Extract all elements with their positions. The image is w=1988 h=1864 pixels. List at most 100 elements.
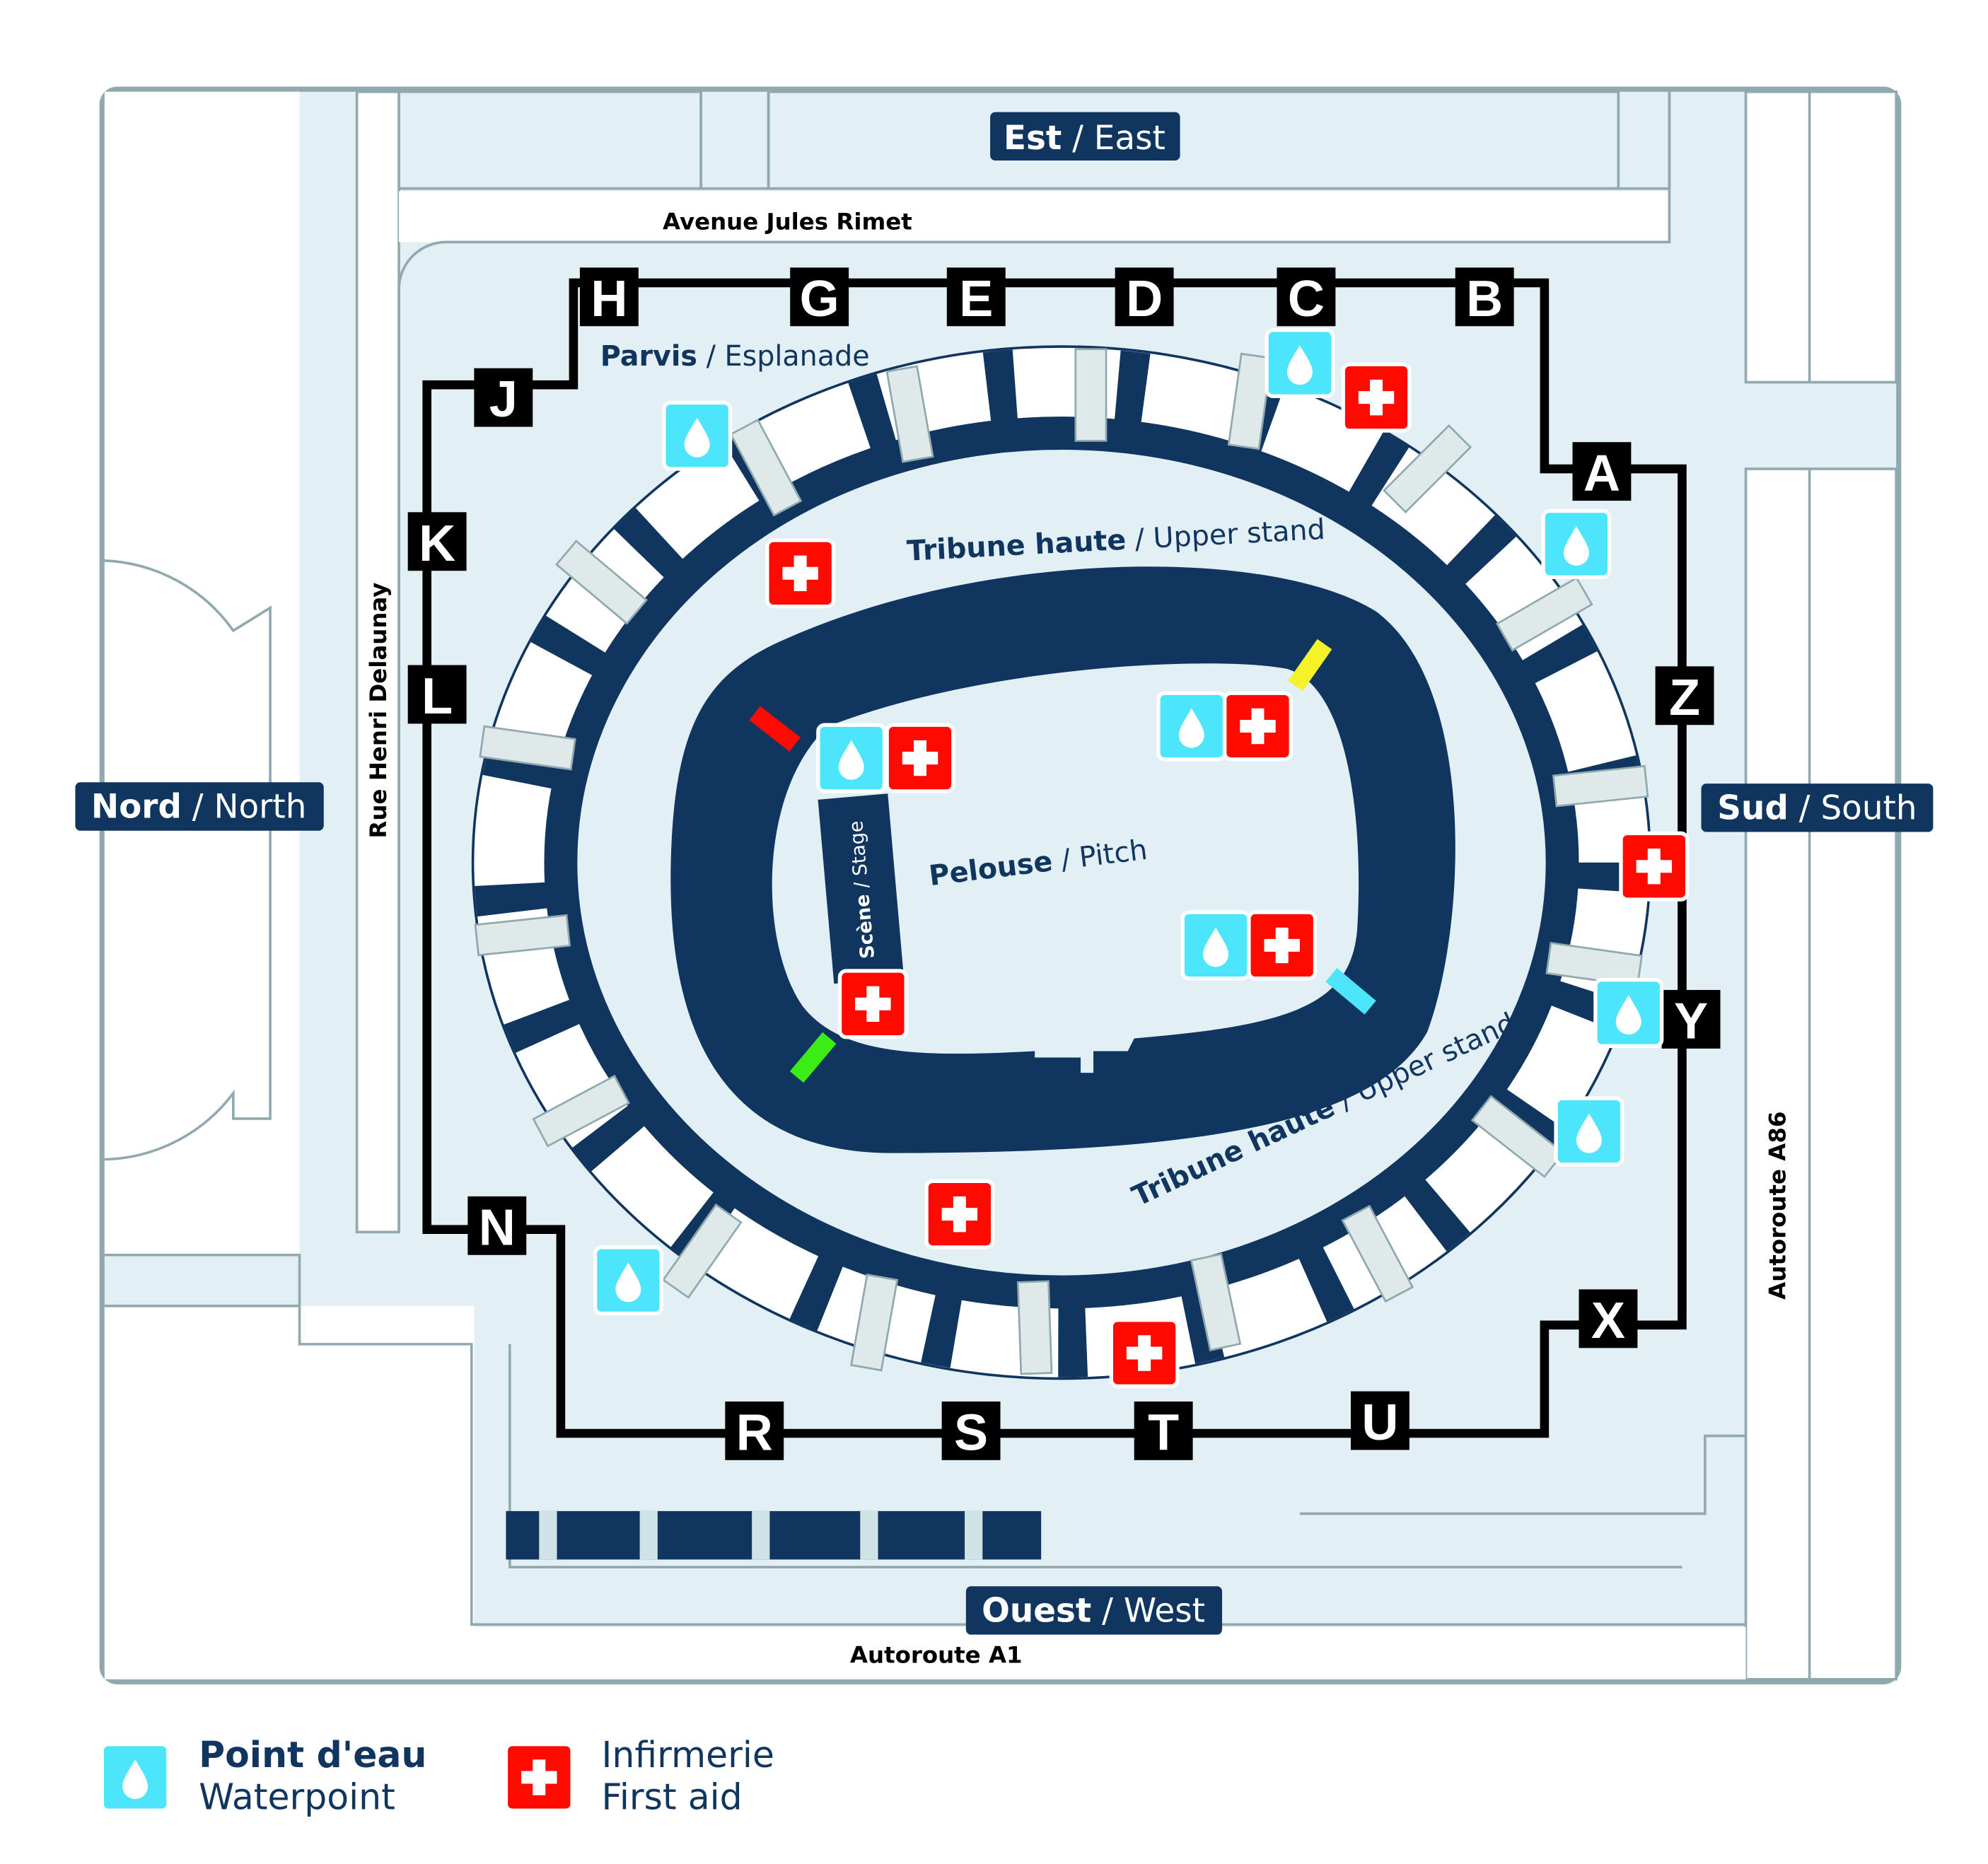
street-henri-delaunay: Rue Henri Delaunay (365, 583, 392, 839)
gate-box (1277, 267, 1336, 327)
gate-u[interactable]: U (1350, 1391, 1409, 1451)
gate-label: C (1288, 271, 1325, 327)
gate-n[interactable]: N (467, 1196, 527, 1256)
gate-box (1115, 267, 1174, 327)
first-aid-cross-icon[interactable] (1621, 833, 1687, 899)
road-a1 (474, 1626, 1746, 1679)
gate-label: L (422, 668, 453, 725)
gate-d[interactable]: D (1115, 267, 1174, 327)
gate-label: Y (1674, 993, 1708, 1049)
gate-box (1655, 666, 1714, 726)
direction-east: Est / East (990, 112, 1180, 161)
gate-box (1579, 1289, 1638, 1349)
first-aid-cross-icon[interactable] (1111, 1320, 1178, 1387)
legend-water-fr: Point d'eau (199, 1734, 426, 1776)
gate-box (941, 1401, 1001, 1460)
gate-label: T (1148, 1404, 1179, 1461)
gate-label: Z (1669, 670, 1700, 726)
east-building-2 (767, 90, 1620, 190)
marker-green (789, 1032, 837, 1083)
gate-label: G (800, 271, 839, 327)
gate-label: K (419, 515, 455, 572)
stage[interactable] (818, 793, 905, 984)
north-building (104, 559, 272, 1161)
gate-l[interactable]: L (407, 665, 467, 725)
legend-first-aid-cross-icon (506, 1744, 572, 1811)
first-aid-cross-icon[interactable] (926, 1181, 993, 1247)
gate-box (467, 1196, 527, 1255)
gate-e[interactable]: E (946, 267, 1006, 327)
south-zone (1744, 90, 1897, 384)
gate-s[interactable]: S (941, 1401, 1001, 1461)
gate-c[interactable]: C (1277, 267, 1336, 327)
gate-label: A (1583, 445, 1620, 502)
marker-yellow (1288, 639, 1332, 692)
water-drop-icon[interactable] (1595, 980, 1662, 1047)
legend: Point d'eau Waterpoint Infirmerie First … (102, 1734, 774, 1818)
stadium (471, 345, 1652, 1380)
gate-t[interactable]: T (1134, 1401, 1193, 1461)
svg-text:Sud / South: Sud / South (1717, 790, 1917, 828)
street-jules-rimet: Avenue Jules Rimet (663, 208, 912, 235)
first-aid-cross-icon[interactable] (839, 971, 906, 1037)
gate-g[interactable]: G (790, 267, 849, 327)
gate-box (579, 267, 639, 327)
gate-label: S (954, 1404, 988, 1461)
north-zone (104, 91, 300, 1255)
gate-r[interactable]: R (725, 1401, 784, 1461)
svg-text:Ouest / West: Ouest / West (982, 1592, 1205, 1631)
water-drop-icon[interactable] (818, 725, 885, 791)
street-a86: Autoroute A86 (1764, 1112, 1791, 1300)
legend-aid-fr: Infirmerie (602, 1734, 774, 1776)
water-drop-icon[interactable] (1182, 912, 1249, 979)
west-zone (104, 1305, 475, 1679)
gate-z[interactable]: Z (1655, 666, 1714, 726)
marker-cyan (1325, 967, 1376, 1015)
gate-box (1134, 1401, 1193, 1460)
gate-label: R (736, 1404, 773, 1461)
gate-route (422, 278, 1687, 1438)
gate-x[interactable]: X (1579, 1289, 1638, 1349)
first-aid-cross-icon[interactable] (1225, 693, 1291, 759)
direction-north: Nord / North (75, 782, 324, 831)
marker-red (749, 706, 801, 752)
gate-b[interactable]: B (1455, 267, 1514, 327)
gate-box (1455, 267, 1514, 327)
water-drop-icon[interactable] (1543, 511, 1610, 578)
gate-h[interactable]: H (579, 267, 639, 327)
road-a86 (1744, 467, 1897, 1681)
first-aid-cross-icon[interactable] (1249, 912, 1315, 979)
legend-water-en: Waterpoint (199, 1776, 395, 1818)
gate-box (725, 1401, 784, 1460)
gate-box (790, 267, 849, 327)
gate-box (946, 267, 1006, 327)
gate-label: B (1466, 271, 1503, 327)
gate-box (407, 512, 467, 571)
gate-label: H (591, 271, 627, 327)
gate-y[interactable]: Y (1661, 989, 1721, 1049)
water-drop-icon[interactable] (1556, 1098, 1622, 1165)
legend-aid-en: First aid (602, 1776, 743, 1818)
west-platform (506, 1510, 1042, 1560)
gate-k[interactable]: K (407, 512, 467, 572)
gate-box (1661, 989, 1721, 1049)
gate-j[interactable]: J (474, 368, 533, 428)
outer-stand-segments (474, 347, 1649, 1377)
east-building-1 (397, 90, 702, 190)
water-drop-icon[interactable] (1158, 693, 1225, 759)
svg-text:Est / East: Est / East (1004, 120, 1166, 158)
gate-label: D (1126, 271, 1163, 327)
gate-box (1572, 442, 1632, 501)
gate-box (1350, 1391, 1409, 1450)
water-drop-icon[interactable] (664, 402, 731, 469)
first-aid-cross-icon[interactable] (767, 540, 834, 607)
water-drop-icon[interactable] (1267, 330, 1333, 397)
gate-a[interactable]: A (1572, 442, 1632, 502)
svg-text:Nord / North: Nord / North (91, 788, 307, 827)
first-aid-cross-icon[interactable] (887, 725, 953, 791)
water-drop-icon[interactable] (595, 1247, 662, 1314)
stairs (474, 348, 1649, 1375)
gate-label: U (1361, 1394, 1398, 1451)
first-aid-cross-icon[interactable] (1343, 364, 1409, 431)
